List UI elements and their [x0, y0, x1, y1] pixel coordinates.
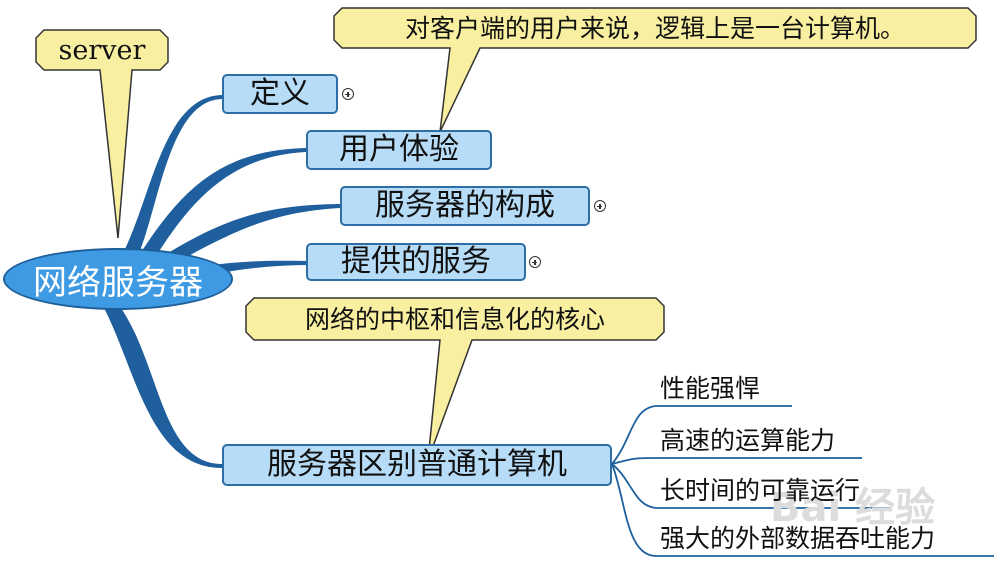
leaf-connectors	[611, 405, 994, 557]
callout-logical-text: 对客户端的用户来说，逻辑上是一台计算机。	[404, 13, 905, 43]
leaf-computing[interactable]: 高速的运算能力	[660, 426, 836, 455]
expand-composition-icon[interactable]	[594, 200, 606, 212]
connector-difference	[104, 304, 222, 468]
connector-definition	[118, 95, 222, 264]
branch-services[interactable]: 提供的服务	[306, 243, 526, 281]
branch-definition[interactable]: 定义	[222, 74, 338, 114]
callout-server-text: server	[58, 34, 146, 66]
watermark: Bai 经验	[770, 485, 936, 531]
branch-composition[interactable]: 服务器的构成	[340, 186, 590, 226]
expand-definition-icon[interactable]	[342, 88, 354, 100]
callout-core-shape	[245, 297, 665, 461]
callout-server-shape	[35, 29, 169, 239]
leaf-reliability[interactable]: 长时间的可靠运行	[660, 476, 861, 505]
root-node[interactable]: 网络服务器	[3, 248, 233, 310]
leaf-throughput[interactable]: 强大的外部数据吞吐能力	[660, 524, 936, 553]
branch-difference[interactable]: 服务器区别普通计算机	[222, 444, 612, 486]
expand-services-icon[interactable]	[529, 256, 541, 268]
callout-core-text: 网络的中枢和信息化的核心	[304, 304, 605, 334]
callout-logical-shape	[333, 7, 977, 133]
leaf-performance[interactable]: 性能强悍	[660, 374, 761, 403]
branch-user-experience[interactable]: 用户体验	[306, 130, 492, 170]
